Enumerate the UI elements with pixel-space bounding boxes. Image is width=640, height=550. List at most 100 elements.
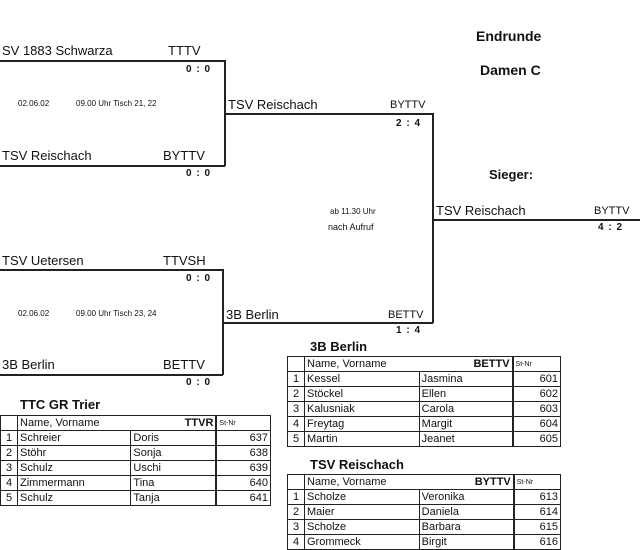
winner-assoc: BYTTV [594,205,630,217]
player-number: 3 [287,519,305,535]
player-st-nr: 614 [512,504,561,520]
final-note: nach Aufruf [328,222,374,232]
semi2-score: 1 : 4 [396,325,422,336]
player-number: 1 [287,371,305,387]
match1-bottom-score: 0 : 0 [186,168,212,179]
match1-top-score: 0 : 0 [186,64,212,75]
player-number: 1 [287,489,305,505]
match1-bottom-assoc: BYTTV [163,148,205,163]
nr-header: St-Nr [215,415,272,431]
match1-top-assoc: TTTV [168,43,201,58]
match1-time: 09.00 Uhr Tisch 21, 22 [76,99,157,108]
player-number: 2 [287,504,305,520]
player-last-name: Stöckel [304,386,420,402]
match2-date: 02.06.02 [18,309,50,318]
player-first-name: Ellen [418,386,514,402]
roster-title: TTC GR Trier [20,397,101,412]
player-last-name: Zimmermann [16,475,132,491]
player-st-nr: 604 [511,416,561,432]
table-row: 1 Schreier Doris 637 [0,430,272,446]
table-row: 4 Freytag Margit 604 [287,416,561,432]
name-header: Name, Vorname [304,356,420,372]
player-first-name: Barbara [418,519,515,535]
player-st-nr: 613 [512,489,561,505]
match2-top-score: 0 : 0 [186,273,212,284]
table-row: 5 Schulz Tanja 641 [0,490,272,506]
assoc-header: BETTV [427,356,514,372]
player-first-name: Doris [130,430,217,446]
match2-bottom-team: 3B Berlin [2,357,55,372]
player-st-nr: 616 [512,534,561,550]
roster-title: TSV Reischach [310,457,404,472]
player-number: 4 [287,534,305,550]
table-header-row: Name, Vorname BETTV St-Nr [287,356,561,372]
table-row: 3 Scholze Barbara 615 [287,519,561,535]
table-row: 5 Martin Jeanet 605 [287,431,561,447]
semi1-score: 2 : 4 [396,118,422,129]
nr-header: St-Nr [511,356,561,372]
player-first-name: Tina [130,475,217,491]
nr-header: St-Nr [512,474,561,490]
player-st-nr: 640 [215,475,272,491]
player-number: 4 [287,416,305,432]
player-number: 2 [0,445,18,461]
player-last-name: Martin [304,431,420,447]
player-first-name: Carola [418,401,514,417]
player-number: 5 [287,431,305,447]
winner-score: 4 : 2 [598,222,624,233]
winner-label: Sieger: [489,167,534,182]
roster-title: 3B Berlin [310,339,368,354]
table-row: 2 Maier Daniela 614 [287,504,561,520]
player-st-nr: 601 [511,371,561,387]
player-first-name: Jasmina [418,371,514,387]
semi1-team: TSV Reischach [228,97,318,112]
player-first-name: Tanja [130,490,217,506]
roster-table: Name, Vorname TTVR St-Nr 1 Schreier Dori… [0,415,272,506]
player-last-name: Schulz [16,460,132,476]
player-st-nr: 603 [511,401,561,417]
table-row: 2 Stöckel Ellen 602 [287,386,561,402]
player-first-name: Uschi [130,460,217,476]
player-first-name: Daniela [418,504,515,520]
player-number: 3 [0,460,18,476]
table-row: 1 Kessel Jasmina 601 [287,371,561,387]
player-last-name: Stöhr [16,445,132,461]
player-st-nr: 605 [511,431,561,447]
player-number: 3 [287,401,305,417]
player-number: 4 [0,475,18,491]
player-last-name: Kessel [304,371,420,387]
player-st-nr: 641 [215,490,272,506]
player-number: 2 [287,386,305,402]
assoc-header: BYTTV [427,474,515,490]
player-st-nr: 615 [512,519,561,535]
player-first-name: Birgit [418,534,515,550]
player-number: 5 [0,490,18,506]
table-row: 3 Kalusniak Carola 603 [287,401,561,417]
roster-table: Name, Vorname BYTTV St-Nr 1 Scholze Vero… [287,474,561,550]
player-last-name: Scholze [304,489,420,505]
player-st-nr: 637 [215,430,272,446]
assoc-header: TTVR [139,415,217,431]
match2-bottom-score: 0 : 0 [186,377,212,388]
table-row: 4 Zimmermann Tina 640 [0,475,272,491]
final-time: ab 11.30 Uhr [330,207,376,216]
page-title: Endrunde [476,28,542,44]
match1-bottom-team: TSV Reischach [2,148,92,163]
player-first-name: Sonja [130,445,217,461]
player-number: 1 [0,430,18,446]
match2-top-team: TSV Uetersen [2,253,84,268]
player-st-nr: 639 [215,460,272,476]
name-header: Name, Vorname [304,474,420,490]
player-last-name: Schreier [16,430,132,446]
semi2-team: 3B Berlin [226,307,279,322]
winner-team: TSV Reischach [436,203,526,218]
semi1-assoc: BYTTV [390,99,426,111]
table-row: 3 Schulz Uschi 639 [0,460,272,476]
table-row: 2 Stöhr Sonja 638 [0,445,272,461]
match2-time: 09.00 Uhr Tisch 23, 24 [76,309,157,318]
roster-table: Name, Vorname BETTV St-Nr 1 Kessel Jasmi… [287,356,561,447]
semi2-assoc: BETTV [388,309,424,321]
player-first-name: Margit [418,416,514,432]
table-header-row: Name, Vorname BYTTV St-Nr [287,474,561,490]
